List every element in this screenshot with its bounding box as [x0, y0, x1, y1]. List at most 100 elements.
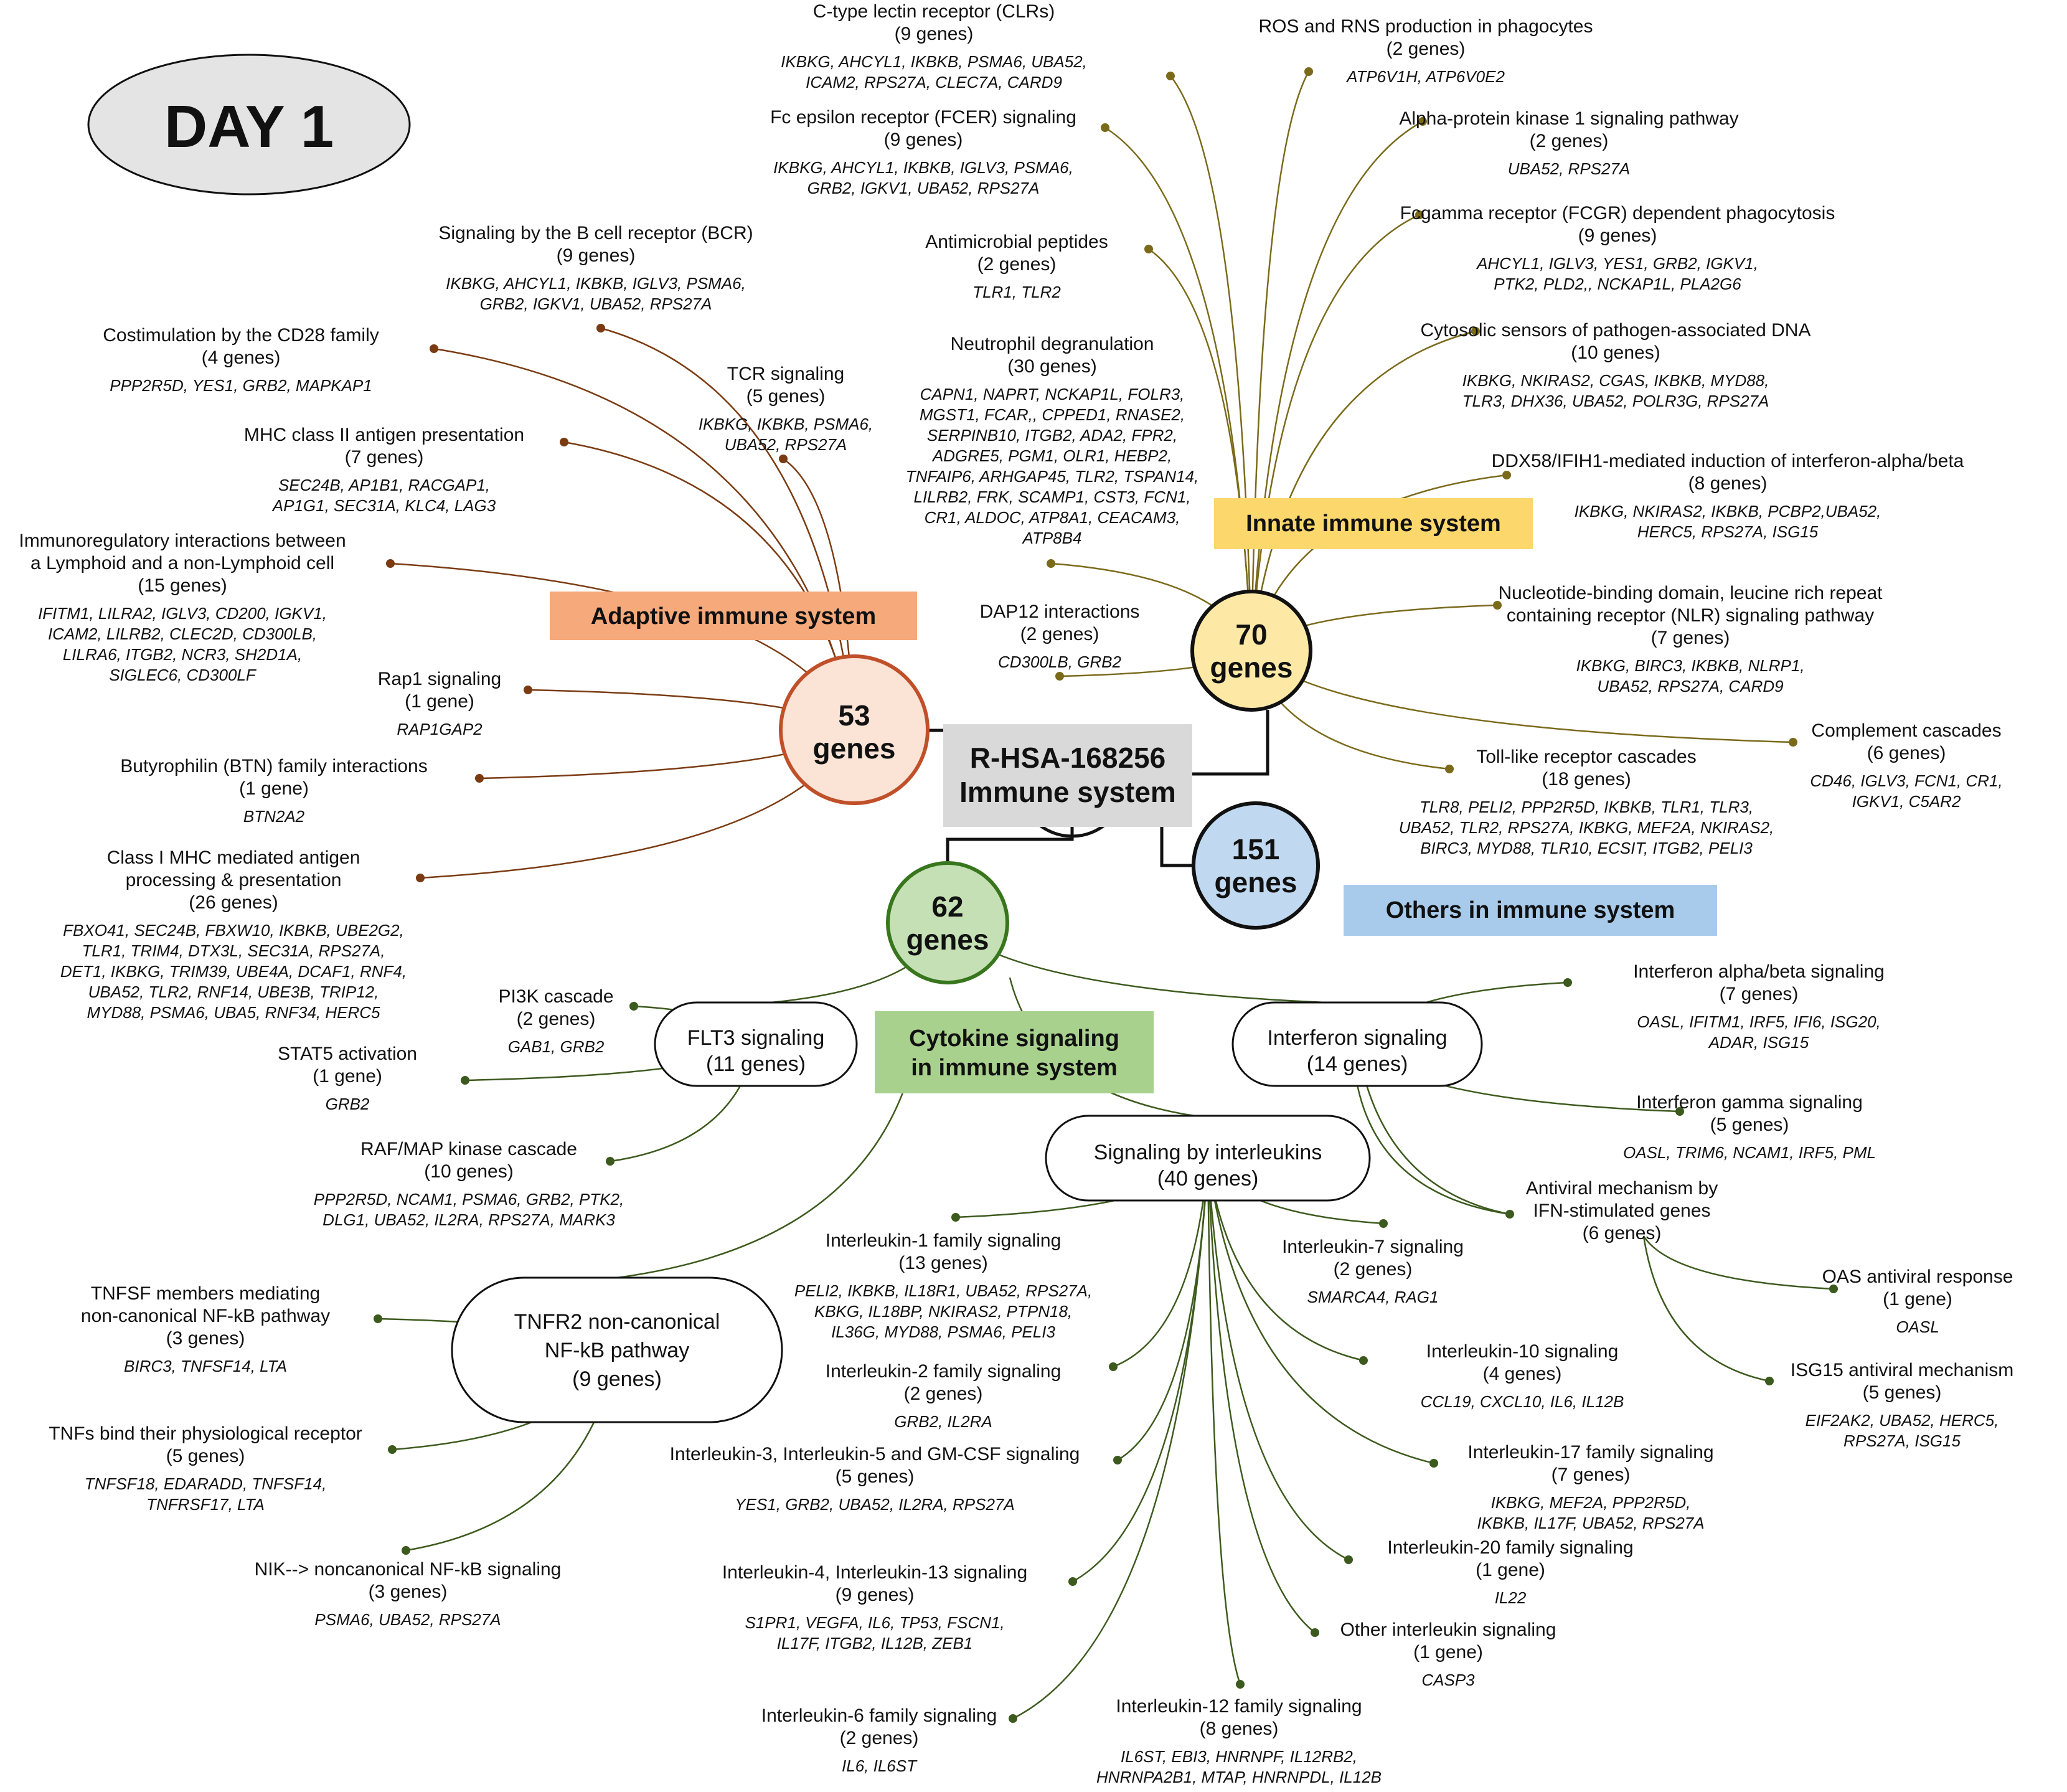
- innate-hub: [1190, 590, 1312, 712]
- pathway-gene-list: OASL, IFITM1, IRF5, IFI6, ISG20,: [1637, 1012, 1881, 1031]
- pathway-gene-list: ADAR, ISG15: [1708, 1033, 1809, 1052]
- pathway-gene-list: SEC24B, AP1B1, RACGAP1,: [278, 476, 490, 494]
- pathway-gene-count: (2 genes): [1334, 1259, 1413, 1280]
- pathway-gene-list: HERC5, RPS27A, ISG15: [1637, 522, 1819, 541]
- pathway-connector: [1170, 75, 1253, 651]
- pathway-gene-list: RPS27A, ISG15: [1843, 1431, 1961, 1450]
- pathway-dot-compl: [1789, 738, 1797, 747]
- pathway-gene-list: IKBKG, AHCYL1, IKBKB, IGLV3, PSMA6,: [446, 274, 746, 293]
- pathway-gene-count: (9 genes): [557, 245, 636, 266]
- pathway-connector: [1207, 1158, 1434, 1464]
- pathway-dot-stat5: [461, 1076, 469, 1085]
- pathway-title: Antimicrobial peptides: [925, 232, 1108, 252]
- flt3-count: (11 genes): [706, 1052, 806, 1076]
- pathway-dot-bcr: [596, 324, 605, 332]
- pathway-dot-clr: [1166, 72, 1175, 80]
- pathway-connector: [1207, 1158, 1364, 1362]
- pathway-gene-list: HNRNPA2B1, MTAP, HNRNPDL, IL12B: [1096, 1768, 1382, 1786]
- pathway-gene-list: IL36G, MYD88, PSMA6, PELI3: [831, 1323, 1055, 1341]
- pathway-dot-il17: [1429, 1459, 1438, 1468]
- pathway-gene-list: BTN2A2: [243, 807, 305, 826]
- pathway-gene-list: LILRB2, FRK, SCAMP1, CST3, FCN1,: [913, 488, 1190, 506]
- pathway-title: Interferon alpha/beta signaling: [1633, 961, 1885, 982]
- pathway-connector: [1642, 1235, 1834, 1290]
- pathway-gene-list: UBA52, RPS27A, CARD9: [1597, 677, 1783, 696]
- pathway-dot-alpk1: [1418, 117, 1427, 126]
- pathway-gene-count: (5 genes): [166, 1446, 245, 1466]
- innate-hub-unit: genes: [1210, 651, 1293, 684]
- pathway-gene-list: TNFRSF17, LTA: [146, 1495, 265, 1514]
- pathway-dot-mhc1: [416, 874, 425, 882]
- pathway-title: Interleukin-20 family signaling: [1387, 1537, 1633, 1558]
- pathway-title: a Lymphoid and a non-Lymphoid cell: [31, 553, 334, 573]
- pathway-gene-count: (1 gene): [313, 1066, 382, 1087]
- pathway-dot-amp: [1144, 245, 1153, 253]
- pathway-gene-count: (1 gene): [1413, 1642, 1483, 1662]
- pathway-title: Fcgamma receptor (FCGR) dependent phagoc…: [1400, 203, 1835, 224]
- pathway-title: TCR signaling: [727, 364, 844, 384]
- pathway-title: IFN-stimulated genes: [1533, 1200, 1710, 1221]
- pathway-gene-count: (7 genes): [345, 447, 424, 468]
- pathway-connector: [947, 922, 1358, 1005]
- pathway-gene-count: (2 genes): [904, 1384, 983, 1404]
- pathway-title: Interleukin-7 signaling: [1282, 1237, 1464, 1257]
- pathway-gene-list: RAP1GAP2: [397, 720, 483, 738]
- others-hub-unit: genes: [1215, 866, 1297, 898]
- pathway-gene-list: UBA52, RPS27A: [725, 435, 847, 454]
- pathway-dot-tcr: [779, 455, 788, 463]
- pathway-title: NIK--> noncanonical NF-kB signaling: [255, 1559, 562, 1580]
- pathway-dot-ifnab: [1563, 978, 1572, 987]
- pathway-gene-list: EIF2AK2, UBA52, HERC5,: [1806, 1411, 1999, 1430]
- connector-root-cytokine: [946, 827, 1074, 862]
- pathway-dot-ilother: [1311, 1628, 1319, 1637]
- pathway-gene-list: KBKG, IL18BP, NKIRAS2, PTPN18,: [814, 1302, 1072, 1321]
- cytokine-label-box: [875, 1011, 1154, 1093]
- pathway-title: containing receptor (NLR) signaling path…: [1507, 605, 1874, 626]
- pathway-dot-il10: [1359, 1356, 1368, 1365]
- pathway-dot-il6: [1009, 1714, 1017, 1723]
- root-node: [943, 724, 1192, 827]
- pathway-gene-list: MGST1, FCAR,, CPPED1, RNASE2,: [920, 405, 1185, 424]
- pathway-gene-count: (7 genes): [1551, 1464, 1631, 1485]
- pathway-gene-list: GRB2: [326, 1095, 370, 1113]
- connector-root-innate: [1190, 710, 1269, 776]
- pathway-gene-count: (10 genes): [424, 1161, 513, 1182]
- pathway-gene-list: YES1, GRB2, UBA52, IL2RA, RPS27A: [735, 1495, 1014, 1514]
- pathway-gene-list: GRB2, IGKV1, UBA52, RPS27A: [480, 295, 712, 313]
- pathway-title: DDX58/IFIH1-mediated induction of interf…: [1492, 451, 1964, 471]
- pathway-connector: [1250, 330, 1476, 651]
- pathway-dot-fcgr: [1415, 210, 1424, 219]
- connector-root-others: [1160, 827, 1194, 867]
- root-title: Immune system: [959, 776, 1176, 808]
- pathway-gene-list: IKBKG, IKBKB, PSMA6,: [699, 415, 873, 433]
- pathway-gene-list: IL17F, ITGB2, IL12B, ZEB1: [777, 1634, 973, 1653]
- pathway-gene-list: IKBKB, IL17F, UBA52, RPS27A: [1477, 1514, 1704, 1532]
- pathway-dot-il3: [1113, 1456, 1122, 1464]
- pathway-title: MHC class II antigen presentation: [244, 425, 524, 445]
- pathway-title: Interleukin-4, Interleukin-13 signaling: [722, 1562, 1027, 1583]
- interleukins-count: (40 genes): [1157, 1167, 1259, 1191]
- pathway-gene-count: (2 genes): [840, 1728, 919, 1748]
- pathway-gene-list: IFITM1, LILRA2, IGLV3, CD200, IGKV1,: [38, 604, 327, 623]
- pathway-title: Rap1 signaling: [378, 669, 501, 689]
- pathway-gene-list: AP1G1, SEC31A, KLC4, LAG3: [271, 496, 496, 515]
- pathway-title: Class I MHC mediated antigen: [107, 847, 360, 868]
- cytokine-label-line1: Cytokine signaling: [909, 1026, 1119, 1052]
- pathway-dot-immreg: [386, 559, 395, 568]
- pathway-dot-isg15: [1765, 1377, 1774, 1385]
- innate-label: Innate immune system: [1246, 511, 1501, 537]
- pathway-gene-count: (7 genes): [1651, 628, 1730, 648]
- pathway-gene-list: ATP8B4: [1022, 529, 1082, 547]
- pathway-gene-list: BIRC3, MYD88, TLR10, ECSIT, ITGB2, PELI3: [1420, 839, 1753, 857]
- pathway-connector: [1207, 1158, 1349, 1561]
- pathway-gene-count: (1 gene): [1476, 1560, 1545, 1580]
- pathway-dot-il1: [951, 1213, 960, 1222]
- pathway-title: Butyrophilin (BTN) family interactions: [120, 756, 428, 776]
- pathway-dot-ros: [1304, 67, 1313, 76]
- pathway-dot-tlr: [1445, 765, 1454, 773]
- pathway-gene-list: IKBKG, NKIRAS2, IKBKB, PCBP2,UBA52,: [1575, 502, 1881, 521]
- pathway-dot-antiviral: [1505, 1210, 1514, 1219]
- others-hub: [1192, 801, 1320, 930]
- pathway-gene-list: GRB2, IGKV1, UBA52, RPS27A: [807, 179, 1040, 197]
